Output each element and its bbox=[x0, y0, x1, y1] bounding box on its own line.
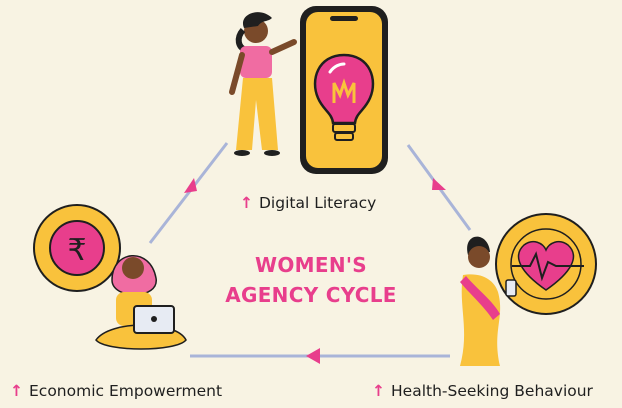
increase-arrow-icon: ↑ bbox=[372, 382, 385, 400]
svg-text:₹: ₹ bbox=[67, 233, 86, 268]
connector-arrow-down-icon bbox=[432, 178, 446, 190]
connector-left-to-top bbox=[148, 142, 229, 244]
lightbulb-icon bbox=[313, 53, 375, 141]
center-title: WOMEN'S AGENCY CYCLE bbox=[200, 250, 422, 310]
health-seeking-illustration bbox=[460, 213, 597, 366]
digital-literacy-illustration bbox=[229, 6, 388, 174]
increase-arrow-icon: ↑ bbox=[240, 194, 253, 212]
health-seeking-label: Health-Seeking Behaviour bbox=[391, 382, 593, 400]
woman-figure-left bbox=[95, 254, 187, 350]
woman-figure-top bbox=[229, 12, 297, 156]
phone-in-hand-icon bbox=[505, 279, 517, 297]
node-label-health-seeking: ↑ Health-Seeking Behaviour bbox=[372, 382, 593, 400]
economic-empowerment-illustration: ₹ bbox=[33, 204, 187, 350]
center-title-line1: WOMEN'S bbox=[255, 253, 367, 277]
economic-empowerment-label: Economic Empowerment bbox=[29, 382, 223, 400]
rupee-coin-icon: ₹ bbox=[33, 204, 121, 292]
node-label-economic-empowerment: ↑ Economic Empowerment bbox=[10, 382, 222, 400]
connector-arrow-up-icon bbox=[184, 178, 197, 193]
digital-literacy-label: Digital Literacy bbox=[259, 194, 377, 212]
center-title-line2: AGENCY CYCLE bbox=[225, 283, 397, 307]
cycle-connectors bbox=[148, 142, 472, 364]
heart-pulse-icon bbox=[495, 213, 597, 315]
increase-arrow-icon: ↑ bbox=[10, 382, 23, 400]
node-label-digital-literacy: ↑ Digital Literacy bbox=[240, 194, 376, 212]
connector-arrow-left-icon bbox=[306, 348, 320, 364]
woman-figure-right bbox=[460, 236, 517, 366]
